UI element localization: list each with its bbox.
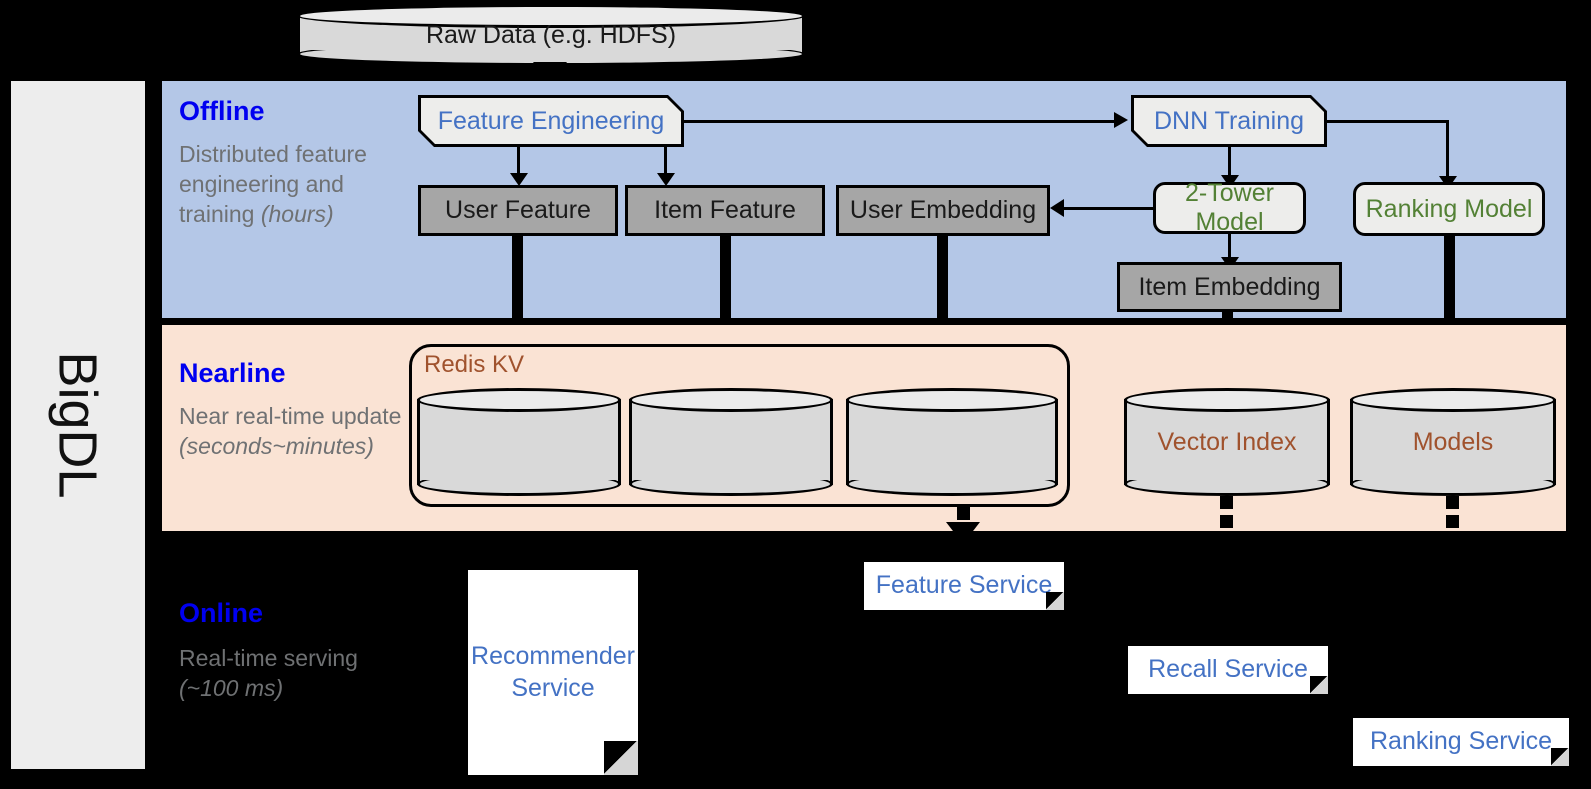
two-tower-model-node[interactable]: 2-Tower Model (1153, 179, 1306, 236)
link-vectorindex-recall-seg2 (1220, 515, 1233, 528)
feature-engineering-label: Feature Engineering (437, 106, 665, 135)
nearline-band-title: Nearline (179, 358, 286, 388)
edge-fe-dnn (684, 120, 1114, 123)
item-feature-node[interactable]: Item Feature (625, 185, 825, 236)
online-subtitle-text: Real-time serving (179, 645, 358, 671)
item-embedding-label: Item Embedding (1138, 272, 1321, 301)
nearline-band-subtitle: Near real-time update (seconds~minutes) (179, 402, 409, 462)
edge-twotower-itemembedding (1228, 234, 1231, 262)
nearline-subtitle-emphasis: (seconds~minutes) (179, 432, 374, 459)
models-cylinder[interactable]: Models (1350, 388, 1556, 496)
cylinder-body (417, 399, 621, 485)
ranking-service-label: Ranking Service (1369, 727, 1553, 756)
offline-band-title: Offline (179, 96, 265, 126)
online-band-title: Online (179, 598, 264, 628)
recall-service-card[interactable]: Recall Service (1128, 646, 1328, 694)
cylinder-top (297, 4, 805, 28)
ranking-model-node[interactable]: Ranking Model (1353, 182, 1545, 236)
dnn-training-node[interactable]: DNN Training (1131, 95, 1327, 147)
store-3-label (846, 388, 1058, 496)
arrowhead-fe-userfeature (510, 173, 528, 186)
user-embedding-label: User Embedding (849, 196, 1037, 225)
user-embedding-node[interactable]: User Embedding (836, 185, 1050, 236)
raw-data-cylinder: Raw Data (e.g. HDFS) (297, 4, 805, 66)
edge-fe-itemfeature (664, 147, 667, 177)
feature-service-card[interactable]: Feature Service (864, 562, 1064, 610)
page-fold-icon (1310, 676, 1328, 694)
online-subtitle-emphasis: (~100 ms) (179, 674, 284, 701)
user-feature-node[interactable]: User Feature (418, 185, 618, 236)
cylinder-body (1350, 399, 1556, 485)
recommender-service-label: Recommender Service (471, 642, 635, 702)
edge-dnn-twotower (1228, 147, 1231, 179)
link-vectorindex-recall-seg1 (1220, 496, 1233, 509)
bigdl-framework-rail: BigDL (8, 78, 148, 772)
redis-kv-container (409, 344, 1070, 507)
vector-index-cylinder[interactable]: Vector Index (1124, 388, 1330, 496)
cylinder-top (1124, 388, 1330, 412)
redis-kv-label: Redis KV (424, 351, 525, 378)
ranking-service-card[interactable]: Ranking Service (1353, 718, 1569, 766)
node-face: DNN Training (1134, 98, 1324, 144)
cylinder-body (629, 399, 833, 485)
redis-store-user-feature[interactable] (417, 388, 621, 496)
cylinder-top (417, 388, 621, 412)
cylinder-body (846, 399, 1058, 485)
cylinder-body (1124, 399, 1330, 485)
page-fold-icon (1551, 748, 1569, 766)
feature-engineering-node[interactable]: Feature Engineering (418, 95, 684, 147)
raw-data-label: Raw Data (e.g. HDFS) (425, 20, 677, 49)
store-2-label (629, 388, 833, 496)
pipe-userfeature-store (512, 236, 523, 388)
dnn-training-label: DNN Training (1153, 106, 1305, 135)
cylinder-top (846, 388, 1058, 412)
page-fold-icon (604, 741, 638, 775)
pipe-itemfeature-store (720, 236, 731, 378)
pipe-userembedding-store (937, 236, 948, 378)
bigdl-label: BigDL (48, 351, 109, 499)
arrowhead-twotower-userembedding (1050, 199, 1064, 217)
edge-fe-userfeature (517, 147, 520, 177)
vector-index-label: Vector Index (1157, 427, 1297, 456)
feature-service-label: Feature Service (875, 571, 1053, 600)
store-1-label (417, 388, 621, 496)
edge-dnn-rankingmodel-h (1327, 120, 1449, 123)
link-models-ranking-seg2 (1446, 515, 1459, 528)
item-embedding-node[interactable]: Item Embedding (1117, 262, 1342, 312)
redis-store-user-embedding[interactable] (846, 388, 1058, 496)
recommender-service-card[interactable]: Recommender Service (468, 570, 638, 775)
edge-dnn-rankingmodel-v (1446, 120, 1449, 180)
offline-band-subtitle: Distributed feature engineering and trai… (179, 140, 394, 230)
node-face: Feature Engineering (421, 98, 681, 144)
cylinder-top (629, 388, 833, 412)
page-fold-icon (1046, 592, 1064, 610)
link-redis-featureservice-seg1 (957, 507, 970, 520)
arrowhead-fe-itemfeature (657, 173, 675, 186)
arrowhead-fe-dnn (1114, 112, 1128, 128)
models-label: Models (1412, 427, 1494, 456)
redis-store-item-feature[interactable] (629, 388, 833, 496)
link-models-ranking-seg1 (1446, 496, 1459, 509)
pipe-rankingmodel-models (1444, 236, 1455, 380)
cylinder-top (1350, 388, 1556, 412)
ranking-model-label: Ranking Model (1365, 194, 1533, 223)
offline-subtitle-text: Distributed feature engineering and trai… (179, 141, 367, 227)
arrowhead-redis-featureservice (946, 522, 980, 544)
offline-subtitle-emphasis: (hours) (260, 200, 334, 227)
item-feature-label: Item Feature (654, 196, 796, 225)
recall-service-label: Recall Service (1148, 655, 1308, 684)
nearline-subtitle-text: Near real-time update (179, 403, 402, 429)
two-tower-model-label: 2-Tower Model (1185, 179, 1274, 236)
edge-twotower-userembedding (1062, 207, 1154, 210)
online-band-subtitle: Real-time serving (~100 ms) (179, 644, 394, 704)
user-feature-label: User Feature (445, 196, 591, 225)
